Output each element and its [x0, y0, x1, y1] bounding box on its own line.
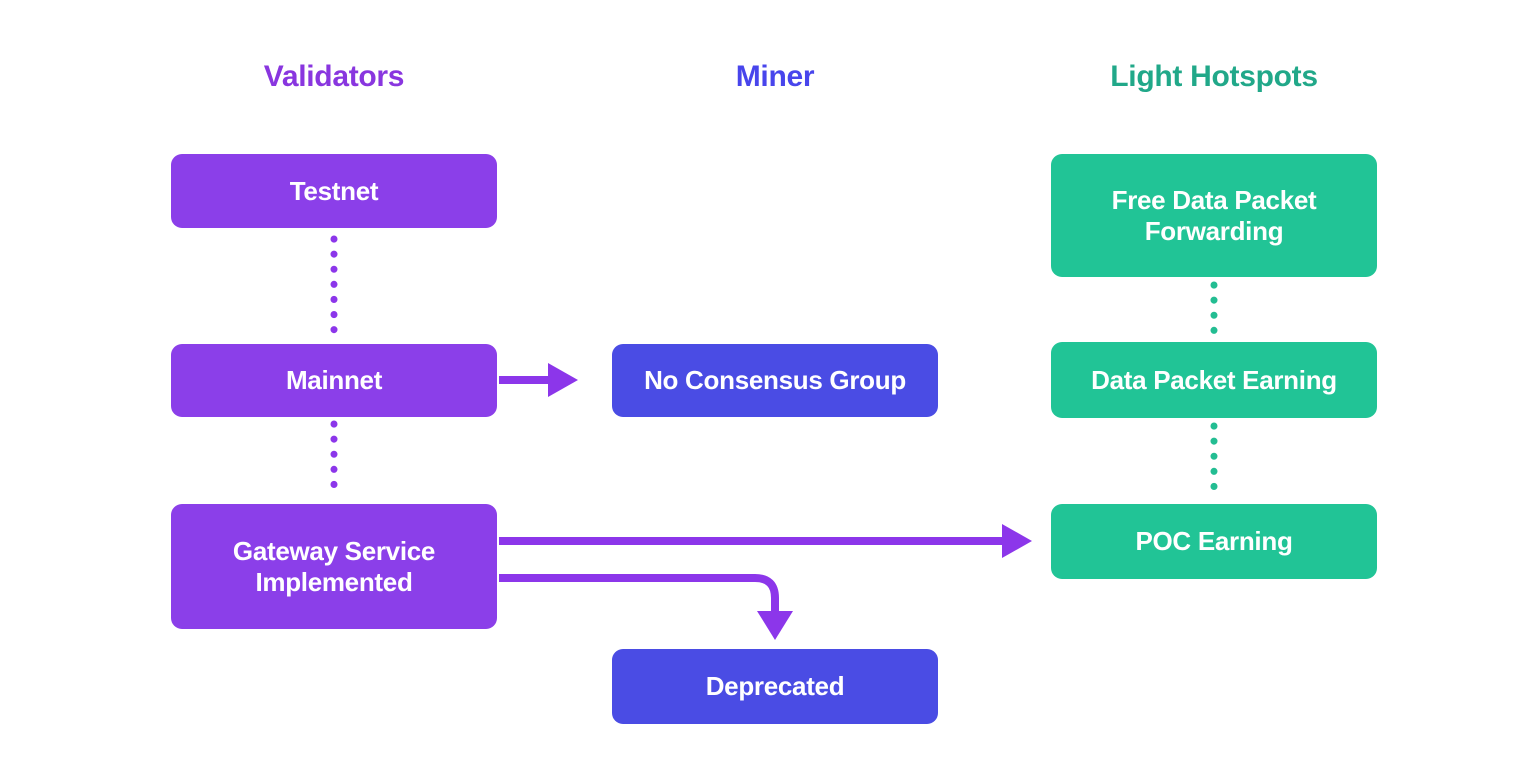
node-free-data-packet-forwarding: Free Data Packet Forwarding [1051, 154, 1377, 277]
node-mainnet: Mainnet [171, 344, 497, 417]
node-poc-earning: POC Earning [1051, 504, 1377, 579]
arrow-gateway-deprecated [499, 574, 793, 640]
arrow-gateway-poc [499, 524, 1032, 558]
node-data-packet-earning: Data Packet Earning [1051, 342, 1377, 418]
node-testnet: Testnet [171, 154, 497, 228]
column-header-validators: Validators [263, 60, 405, 93]
node-no-consensus-group: No Consensus Group [612, 344, 938, 417]
arrow-mainnet-noconsensus [499, 363, 578, 397]
column-header-light-hotspots: Light Hotspots [1110, 60, 1318, 93]
node-deprecated: Deprecated [612, 649, 938, 724]
node-gateway-service-implemented: Gateway Service Implemented [171, 504, 497, 629]
column-header-miner: Miner [735, 60, 815, 93]
